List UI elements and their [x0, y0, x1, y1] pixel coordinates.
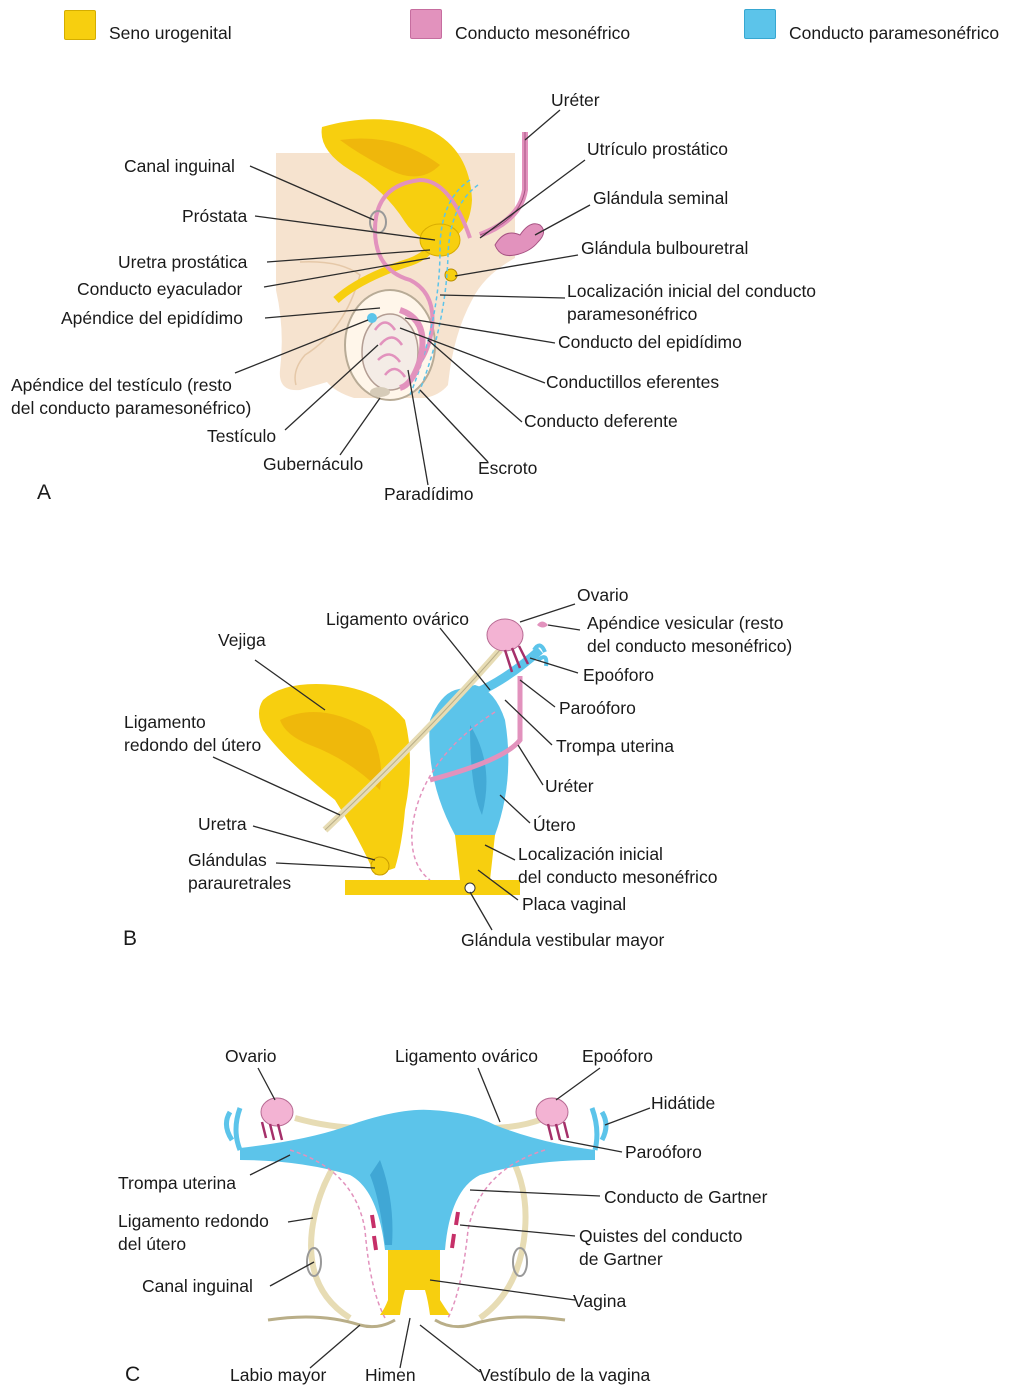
- label-c-vagina: Vagina: [573, 1290, 626, 1312]
- label-a-apendice-testiculo-1: Apéndice del testículo (resto: [11, 374, 232, 396]
- label-b-apendice-vesicular-1: Apéndice vesicular (resto: [587, 612, 783, 634]
- label-c-trompa: Trompa uterina: [118, 1172, 236, 1194]
- label-a-apendice-testiculo-2: del conducto paramesonéfrico): [11, 397, 251, 419]
- label-a-uretra-prostatica: Uretra prostática: [118, 251, 247, 273]
- panel-c-illustration: [226, 1098, 606, 1327]
- appendix-testis: [367, 313, 377, 323]
- label-a-prostata: Próstata: [182, 205, 247, 227]
- ovary-b: [487, 619, 523, 651]
- label-a-eyaculador: Conducto eyaculador: [77, 278, 242, 300]
- label-c-epooforo: Epoóforo: [582, 1045, 653, 1067]
- label-b-glandulas-1: Glándulas: [188, 849, 267, 871]
- label-a-ureter: Uréter: [551, 89, 600, 111]
- label-c-hidatide: Hidátide: [651, 1092, 715, 1114]
- label-b-ligamento-redondo-2: redondo del útero: [124, 734, 261, 756]
- label-a-conductillos: Conductillos eferentes: [546, 371, 719, 393]
- label-a-localizacion-1: Localización inicial del conducto: [567, 280, 816, 302]
- label-a-gubernaculo: Gubernáculo: [263, 453, 363, 475]
- vesicular-appendix-b: [537, 622, 548, 628]
- label-a-conducto-epididimo: Conducto del epidídimo: [558, 331, 742, 353]
- label-c-himen: Himen: [365, 1364, 416, 1386]
- gartner-cysts-right: [452, 1212, 458, 1248]
- fimbria-right-c: [592, 1108, 606, 1150]
- label-a-utriculo: Utrículo prostático: [587, 138, 728, 160]
- label-c-ligamento-redondo-1: Ligamento redondo: [118, 1210, 269, 1232]
- label-b-ligamento-redondo-1: Ligamento: [124, 711, 206, 733]
- ovary-left-c: [261, 1098, 293, 1126]
- label-c-ligamento-redondo-2: del útero: [118, 1233, 186, 1255]
- label-b-ligamento-ovarico: Ligamento ovárico: [326, 608, 469, 630]
- label-c-quistes-2: de Gartner: [579, 1248, 663, 1270]
- label-b-utero: Útero: [533, 814, 576, 836]
- gubernaculum: [370, 387, 390, 397]
- label-a-escroto: Escroto: [478, 457, 537, 479]
- panel-a-illustration: [276, 119, 544, 400]
- panel-b-illustration: [259, 619, 548, 895]
- label-b-glandulas-2: parauretrales: [188, 872, 291, 894]
- label-c-quistes-1: Quistes del conducto: [579, 1225, 742, 1247]
- label-a-deferente: Conducto deferente: [524, 410, 678, 432]
- label-b-parooforo: Paroóforo: [559, 697, 636, 719]
- label-a-apendice-epididimo: Apéndice del epidídimo: [61, 307, 243, 329]
- label-b-uretra: Uretra: [198, 813, 247, 835]
- vaginal-plate: [455, 835, 495, 880]
- bladder-b: [259, 684, 410, 875]
- label-b-placa: Placa vaginal: [522, 893, 626, 915]
- label-a-paradidimo: Paradídimo: [384, 483, 474, 505]
- label-a-glandula-seminal: Glándula seminal: [593, 187, 728, 209]
- vestibular-gland: [465, 883, 475, 893]
- label-b-vejiga: Vejiga: [218, 629, 266, 651]
- label-b-ureter: Uréter: [545, 775, 594, 797]
- fimbria-left-c: [226, 1108, 240, 1150]
- label-b-ovario: Ovario: [577, 584, 629, 606]
- panel-letter-b: B: [123, 927, 137, 951]
- label-a-canal-inguinal: Canal inguinal: [124, 155, 235, 177]
- label-c-canal: Canal inguinal: [142, 1275, 253, 1297]
- label-b-apendice-vesicular-2: del conducto mesonéfrico): [587, 635, 792, 657]
- label-b-trompa: Trompa uterina: [556, 735, 674, 757]
- gartner-cysts-left: [372, 1215, 376, 1250]
- label-c-ligamento-ovarico: Ligamento ovárico: [395, 1045, 538, 1067]
- label-b-localizacion-2: del conducto mesonéfrico: [518, 866, 717, 888]
- labia-majora: [268, 1317, 565, 1327]
- label-c-gartner: Conducto de Gartner: [604, 1186, 767, 1208]
- label-c-ovario: Ovario: [225, 1045, 277, 1067]
- label-b-epooforo: Epoóforo: [583, 664, 654, 686]
- label-a-localizacion-2: paramesonéfrico: [567, 303, 697, 325]
- panel-letter-c: C: [125, 1363, 140, 1387]
- ovary-right-c: [536, 1098, 568, 1126]
- panel-letter-a: A: [37, 481, 51, 505]
- uterus-c: [240, 1110, 595, 1250]
- label-a-bulbouretral: Glándula bulbouretral: [581, 237, 748, 259]
- label-b-vestibular: Glándula vestibular mayor: [461, 929, 664, 951]
- label-c-parooforo: Paroóforo: [625, 1141, 702, 1163]
- vagina-c: [380, 1250, 450, 1315]
- label-c-labio: Labio mayor: [230, 1364, 326, 1386]
- label-b-localizacion-1: Localización inicial: [518, 843, 663, 865]
- label-a-testiculo: Testículo: [207, 425, 276, 447]
- label-c-vestibulo: Vestíbulo de la vagina: [479, 1364, 650, 1386]
